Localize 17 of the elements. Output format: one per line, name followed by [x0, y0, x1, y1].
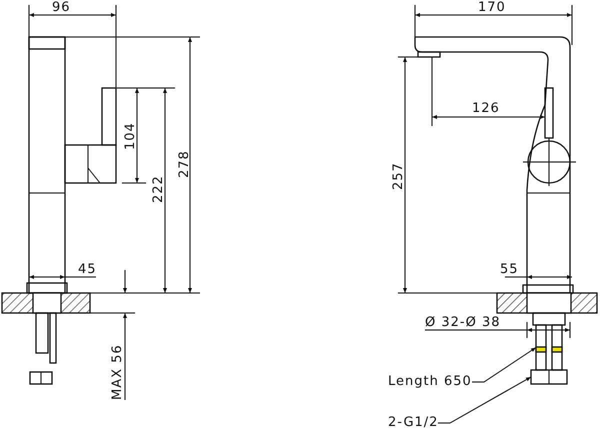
- dimension-value: 222: [152, 175, 166, 203]
- flexible-hose: [535, 324, 563, 371]
- dimension-value: 126: [472, 102, 500, 116]
- dimension-value: 104: [124, 122, 138, 150]
- dimension-value: MAX 56: [111, 344, 125, 400]
- dimension-value: 170: [478, 1, 506, 15]
- dimension-value: 45: [78, 263, 97, 277]
- hose-nut: [530, 369, 568, 385]
- dimension-value: 257: [392, 162, 406, 190]
- callout-text: 2-G1/2: [388, 416, 438, 430]
- dimension-value: 96: [52, 1, 71, 15]
- dimension-value: 55: [500, 263, 519, 277]
- leader-line: [472, 347, 536, 382]
- dimension-value: Ø 32-Ø 38: [425, 316, 501, 330]
- leader-line: [438, 376, 532, 424]
- callout-text: Length 650: [388, 375, 472, 389]
- dimension-value: 278: [178, 150, 192, 178]
